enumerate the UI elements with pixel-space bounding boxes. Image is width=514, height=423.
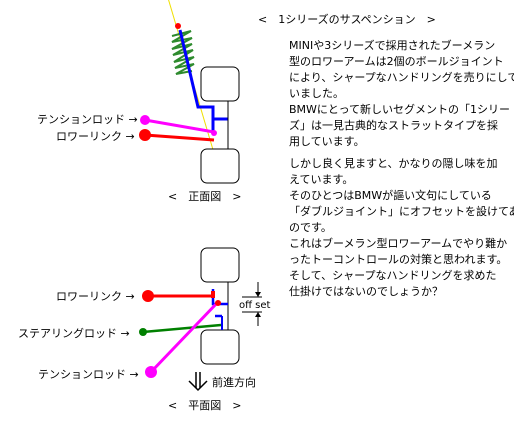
- front-tension-rod-joint: [140, 115, 150, 125]
- plan-label-direction: 前進方向: [212, 376, 256, 389]
- offset-arrowhead-bottom: [255, 312, 261, 317]
- plan-tension-rod: [149, 300, 220, 374]
- paragraph-4: これはブーメラン型ロワーアームでやり難か ったトーコントロールの対策と思われます…: [289, 236, 507, 300]
- plan-tension-rod-outer: [215, 300, 221, 306]
- front-label-lower-link: ロワーリンク →: [56, 130, 135, 143]
- paragraph-line: えています。: [289, 173, 354, 186]
- plan-label-lower-link: ロワーリンク →: [56, 290, 135, 303]
- plan-label-tension-rod: テンションロッド →: [38, 368, 139, 381]
- front-view-caption: < 正面図 >: [168, 190, 242, 203]
- paragraph-line: 仕掛けではないのでしょうか？: [289, 285, 443, 298]
- plan-view-caption: < 平面図 >: [168, 399, 242, 412]
- paragraph-line: ったトーコントロールの対策と思われます。: [289, 253, 508, 266]
- paragraph-line: により、シャープなハンドリングを売りにして: [289, 71, 514, 84]
- paragraph-line: BMWにとって新しいセグメントの「1シリー: [289, 103, 511, 116]
- paragraph-line: これはブーメラン型ロワーアームでやり難か: [289, 237, 508, 250]
- plan-steering-rod: [142, 323, 222, 334]
- paragraph-line: 「ダブルジョイント」にオフセットを設けてある: [289, 205, 514, 218]
- plan-lower-link-outer: [211, 291, 215, 298]
- front-lower-link-joint: [139, 129, 151, 141]
- front-tire-upper: [200, 66, 240, 102]
- coil-spring: [171, 30, 195, 75]
- paragraph-line: のです。: [289, 221, 332, 234]
- front-view: [139, 0, 240, 184]
- paragraph-3: しかし良く見ますと、かなりの隠し味を加 えています。 そのひとつはBMWが謳い文…: [289, 156, 514, 236]
- plan-label-steering-rod: ステアリングロッド →: [18, 327, 130, 340]
- plan-label-offset: off set: [239, 300, 271, 311]
- paragraph-line: いました。: [289, 87, 344, 100]
- front-outer-joint: [211, 130, 217, 136]
- direction-arrow-head: [188, 380, 208, 392]
- paragraph-1: MINIや3シリーズで採用されたブーメラン 型のロワーアームは2個のボールジョイ…: [289, 38, 514, 102]
- offset-arrowhead-top: [255, 292, 261, 297]
- plan-tension-rod-joint: [145, 366, 157, 378]
- paragraph-line: MINIや3シリーズで採用されたブーメラン: [289, 39, 496, 52]
- plan-lower-link-joint: [142, 290, 154, 302]
- front-lower-link: [144, 133, 215, 142]
- front-label-tension-rod: テンションロッド →: [37, 113, 138, 126]
- paragraph-line: ズ」は一見古典的なストラットタイプを採: [289, 119, 498, 132]
- strut-top-mount: [175, 23, 181, 29]
- plan-view: [139, 247, 262, 392]
- plan-steering-rod-joint: [139, 328, 147, 336]
- plan-tire-rear: [200, 329, 240, 365]
- paragraph-line: 型のロワーアームは2個のボールジョイント: [289, 55, 504, 68]
- page-title: < 1シリーズのサスペンション >: [258, 13, 436, 26]
- paragraph-line: そのひとつはBMWが謳い文句にしている: [289, 189, 492, 202]
- paragraph-2: BMWにとって新しいセグメントの「1シリー ズ」は一見古典的なストラットタイプを…: [289, 102, 510, 150]
- plan-tire-front: [200, 247, 240, 283]
- front-tire-lower: [200, 148, 240, 184]
- paragraph-line: しかし良く見ますと、かなりの隠し味を加: [289, 157, 498, 170]
- paragraph-line: 用しています。: [289, 135, 365, 148]
- front-tension-rod: [144, 118, 215, 134]
- paragraph-line: そして、シャープなハンドリングを求めた: [289, 269, 497, 282]
